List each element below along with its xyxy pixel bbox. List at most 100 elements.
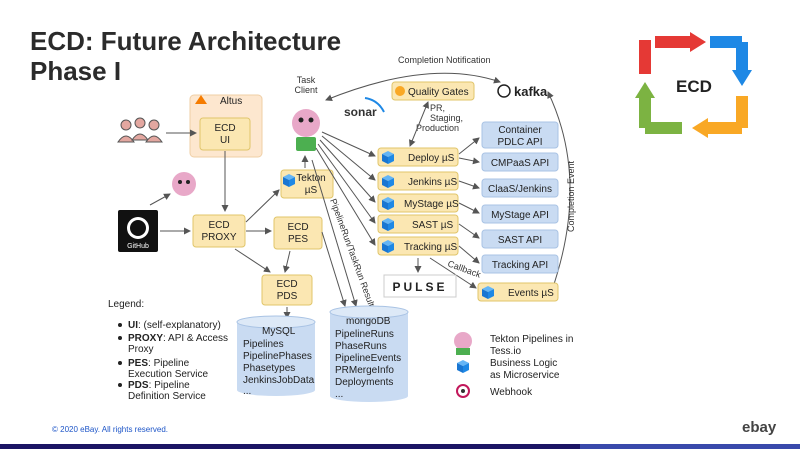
mongo-coll-5: Deployments xyxy=(335,377,393,388)
completion-notification-arrow xyxy=(325,72,501,102)
svg-text:PDS: Pipeline: PDS: Pipeline xyxy=(128,380,190,391)
kafka-label: kafka xyxy=(514,84,548,99)
mysql-table-4: JenkinsJobData xyxy=(243,375,315,386)
ecd-pes-line2: PES xyxy=(288,234,308,245)
legend-pes-term: PES xyxy=(128,358,148,369)
mongo-coll-4: PRMergeInfo xyxy=(335,365,394,376)
service-jenkins-label: Jenkins µS xyxy=(408,177,457,188)
mongo-title: mongoDB xyxy=(346,316,391,327)
ecd-pds-box xyxy=(261,274,313,306)
legend-pds-cont: Definition Service xyxy=(128,391,206,402)
mysql-table-1: Pipelines xyxy=(243,339,284,350)
mysql-title: MySQL xyxy=(262,326,296,337)
api-container-pdlc-line1: Container xyxy=(498,125,542,136)
tekton-line2: µS xyxy=(305,185,318,196)
task-client-line1: Task xyxy=(297,75,316,85)
footer-brand: ebay xyxy=(742,419,777,436)
legend-icon-microservice: Business Logic as Microservice xyxy=(457,358,560,381)
legend-item-ui: UI: (self-explanatory) xyxy=(118,320,221,331)
quality-to-deploy-arrow xyxy=(409,101,429,147)
completion-event-label: Completion Event xyxy=(566,160,576,232)
pes-to-pds-arrow xyxy=(282,250,291,273)
service-sast: SAST µS xyxy=(377,214,459,234)
api-sast xyxy=(481,229,559,249)
svg-text:PES: Pipeline: PES: Pipeline xyxy=(128,358,190,369)
api-cmpaas xyxy=(481,152,559,172)
quality-note-3: Production xyxy=(416,123,459,133)
api-claas-jenkins xyxy=(481,178,559,198)
legend-ui-desc: : (self-explanatory) xyxy=(138,320,221,331)
events-service-label: Events µS xyxy=(508,288,554,299)
task-client-line2: Client xyxy=(294,85,318,95)
legend-proxy-cont: Proxy xyxy=(128,344,154,355)
api-mystage xyxy=(481,204,559,224)
footer-bar-light xyxy=(580,444,800,449)
users-icon xyxy=(117,117,163,143)
legend-item-pds: PDS: Pipeline Definition Service xyxy=(118,380,206,402)
mysql-table-3: Phasetypes xyxy=(243,363,295,374)
ecd-proxy-box xyxy=(192,214,246,248)
api-claas-jenkins-label: ClaaS/Jenkins xyxy=(488,184,552,195)
footer-copyright: © 2020 eBay. All rights reserved. xyxy=(52,425,168,434)
service-tracking: Tracking µS xyxy=(377,236,459,256)
legend-proxy-term: PROXY xyxy=(128,333,163,344)
proxy-to-pds-arrow xyxy=(234,248,271,273)
mongo-coll-6: ... xyxy=(335,389,343,400)
api-container-pdlc-line2: PDLC API xyxy=(497,137,542,148)
legend-pes-cont: Execution Service xyxy=(128,369,208,380)
api-sast-label: SAST API xyxy=(498,235,542,246)
badge-icon xyxy=(395,86,405,96)
ecd-ui-line2: UI xyxy=(220,135,230,146)
altus-icon xyxy=(195,95,207,104)
ecd-proxy-line2: PROXY xyxy=(201,232,236,243)
services-to-apis-arrows xyxy=(458,137,480,264)
tekton-cat-icon xyxy=(172,172,196,196)
api-cmpaas-label: CMPaaS API xyxy=(491,158,549,169)
service-sast-label: SAST µS xyxy=(412,220,453,231)
sonar-logo: sonar xyxy=(344,105,377,119)
legend-ui-term: UI xyxy=(128,320,138,331)
legend-tekton-line2: Tess.io xyxy=(490,346,522,357)
api-tracking-label: Tracking API xyxy=(492,260,548,271)
ecd-ui-box xyxy=(199,117,251,151)
quality-note-1: PR, xyxy=(430,103,445,113)
ecd-ui-line1: ECD xyxy=(214,123,235,134)
mongodb-database: mongoDB PipelineRuns PhaseRuns PipelineE… xyxy=(329,305,409,402)
ecd-logo: ECD xyxy=(635,32,752,138)
legend-icon-webhook: Webhook xyxy=(456,384,533,398)
altus-label: Altus xyxy=(220,96,242,107)
pes-to-mongo-arrow xyxy=(321,231,347,307)
events-service-box xyxy=(477,282,559,302)
mysql-table-5: ... xyxy=(243,386,251,397)
service-jenkins: Jenkins µS xyxy=(377,171,459,191)
client-to-services-arrows xyxy=(315,131,376,246)
service-mystage: MyStage µS xyxy=(377,193,459,213)
completion-event-arrow xyxy=(547,91,571,291)
legend-pds-term: PDS xyxy=(128,380,149,391)
service-mystage-label: MyStage µS xyxy=(404,199,459,210)
api-mystage-label: MyStage API xyxy=(491,210,549,221)
quality-gates-label: Quality Gates xyxy=(408,87,469,98)
api-tracking xyxy=(481,254,559,274)
svg-text:PROXY: API & Access: PROXY: API & Access xyxy=(128,333,228,344)
legend-tekton-line1: Tekton Pipelines in xyxy=(490,334,573,345)
callback-arrow xyxy=(429,257,477,289)
ecd-pds-line1: ECD xyxy=(276,279,297,290)
legend-ms-line1: Business Logic xyxy=(490,358,557,369)
mongo-coll-1: PipelineRuns xyxy=(335,329,394,340)
legend-icon-tekton: Tekton Pipelines in Tess.io xyxy=(454,332,573,357)
legend-ms-line2: as Microservice xyxy=(490,370,560,381)
legend-item-proxy: PROXY: API & Access Proxy xyxy=(118,333,228,355)
pulse-logo-box xyxy=(383,274,457,298)
client-to-mongo-arrow xyxy=(311,159,358,307)
legend-title: Legend: xyxy=(108,299,144,310)
service-tracking-label: Tracking µS xyxy=(404,242,458,253)
service-deploy-label: Deploy µS xyxy=(408,153,455,164)
completion-notification-label: Completion Notification xyxy=(398,55,491,65)
github-to-tekton-arrow xyxy=(149,193,171,206)
ecd-proxy-line1: ECD xyxy=(208,220,229,231)
title-line-1: ECD: Future Architecture xyxy=(30,26,341,56)
api-container-pdlc xyxy=(481,121,559,149)
